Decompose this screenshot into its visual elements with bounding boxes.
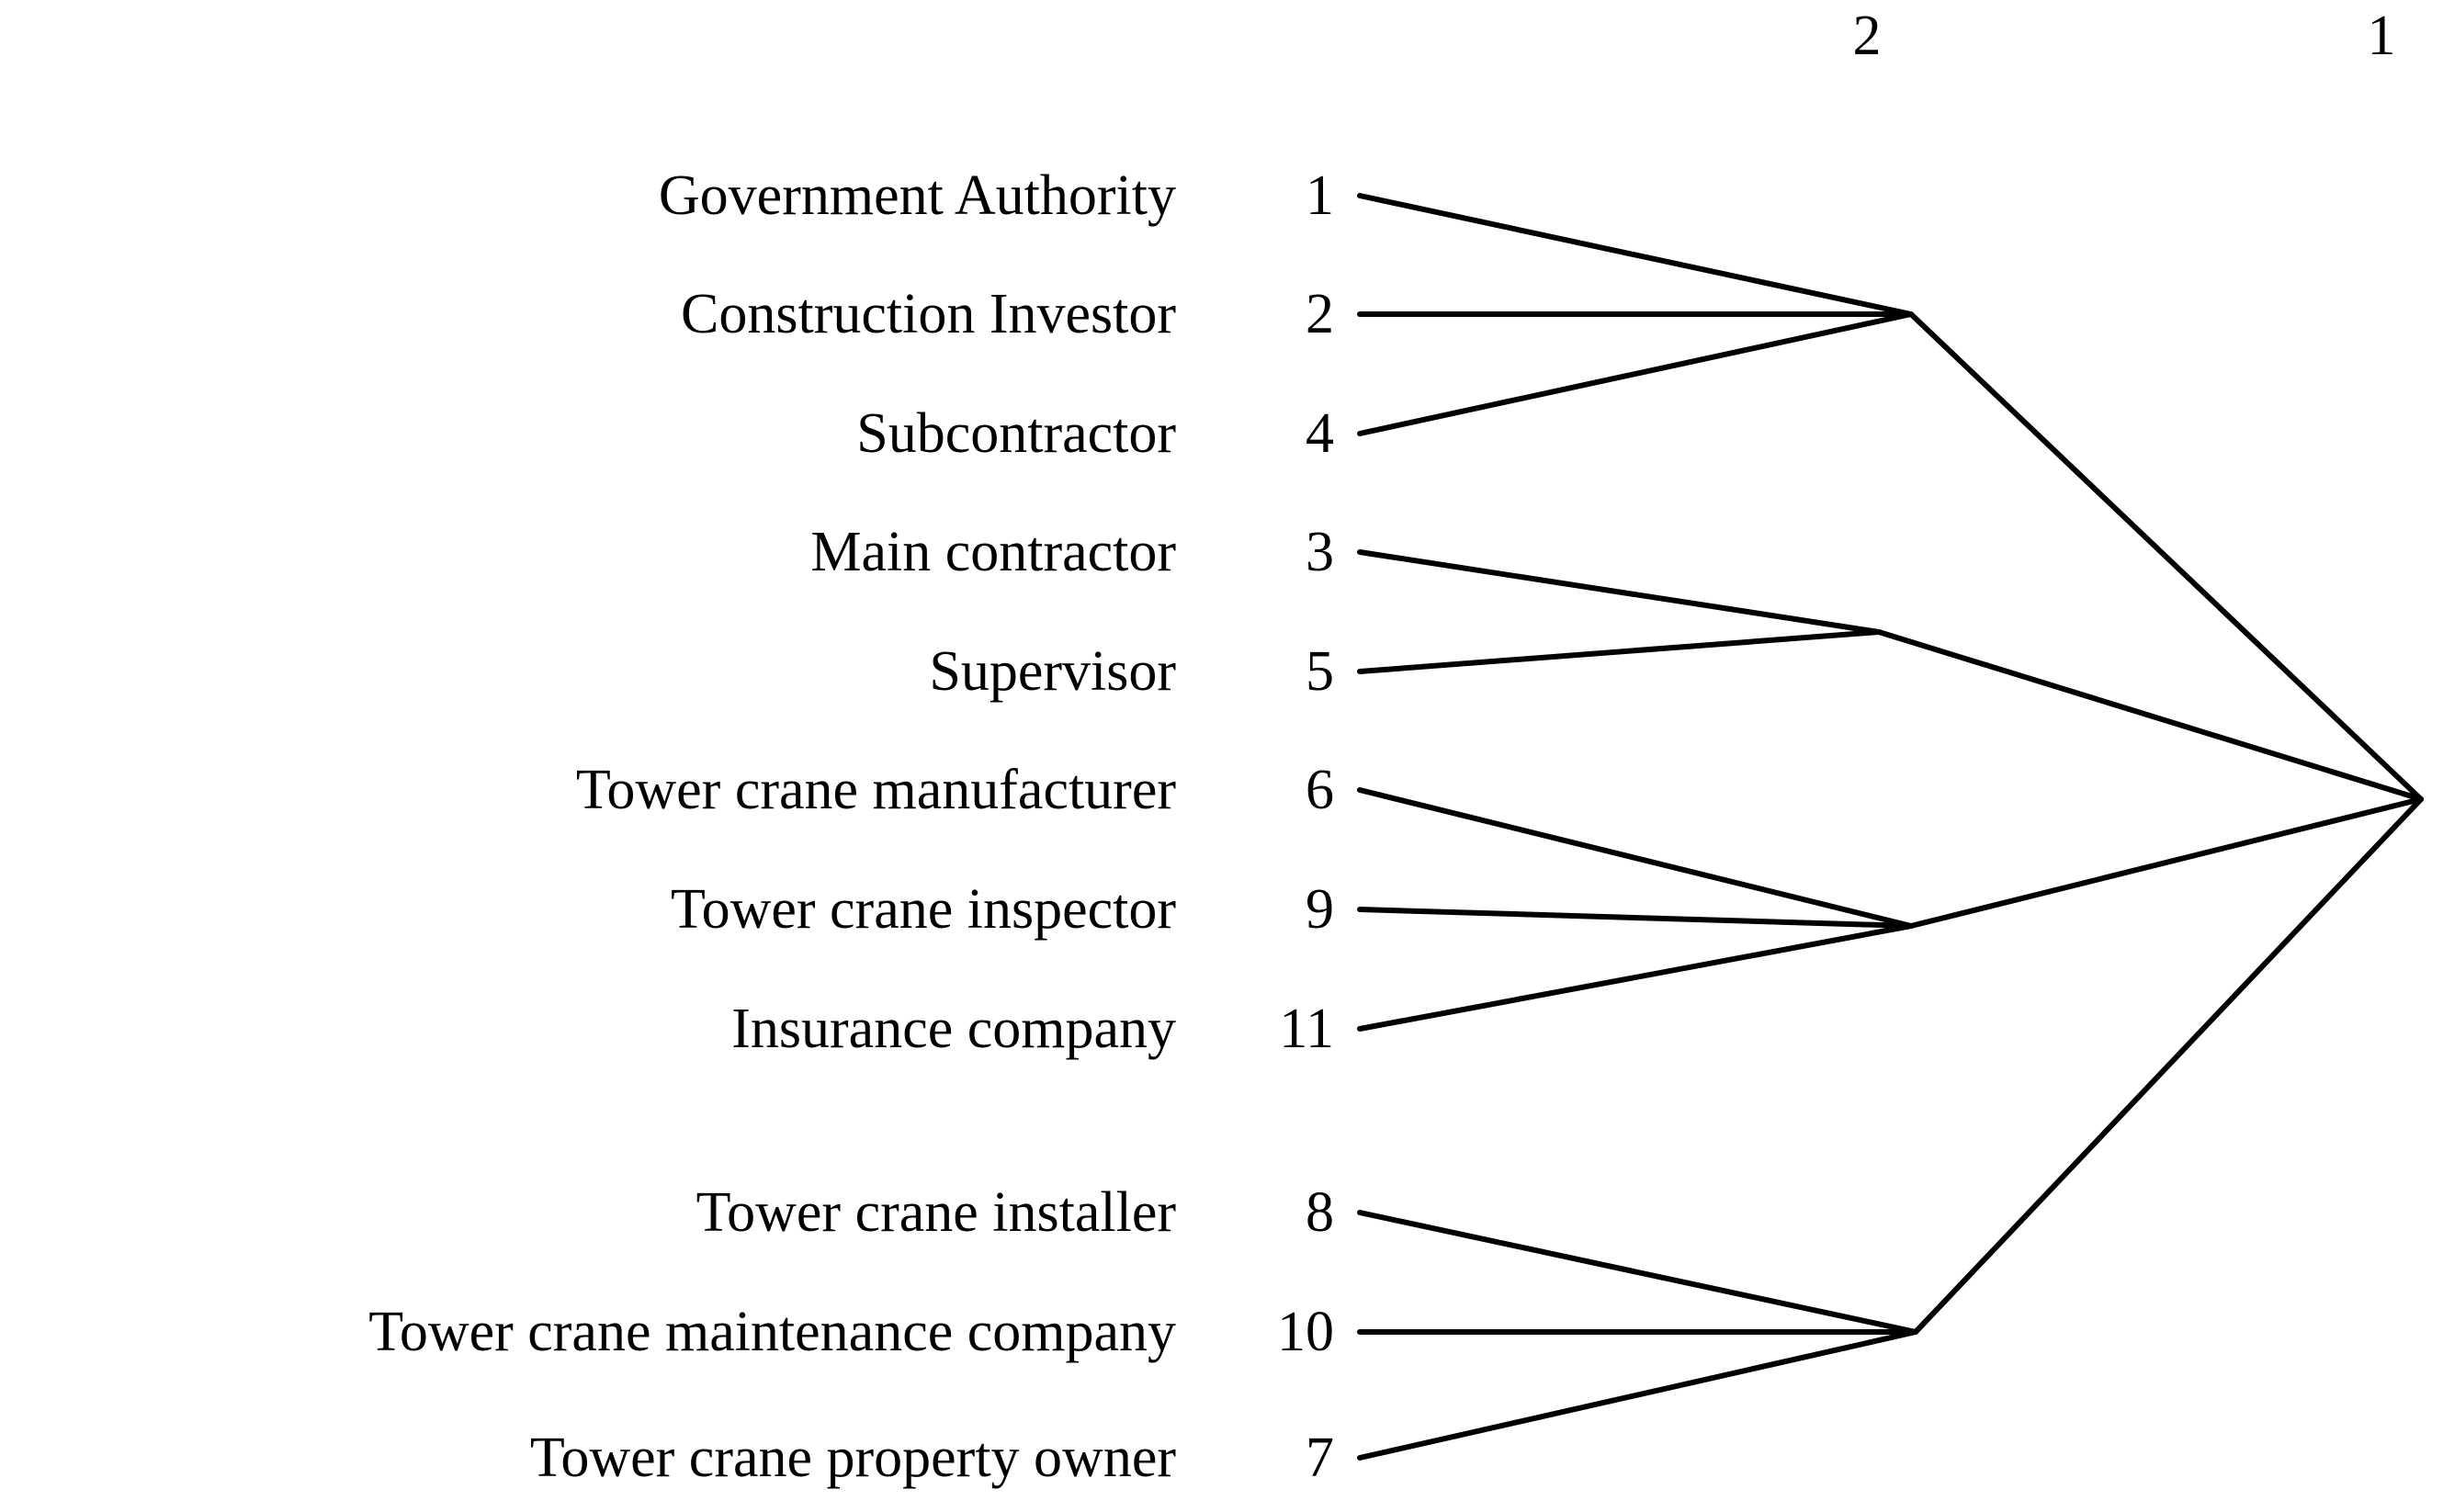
leaf-label: Tower crane inspector (671, 878, 1176, 941)
leaf-index: 2 (1306, 283, 1334, 345)
leaf-index: 11 (1279, 998, 1334, 1060)
leaf-link-1 (1357, 193, 1914, 317)
root-link-cluster-a (1908, 311, 2424, 802)
leaf-link-11 (1357, 923, 1914, 1032)
leaf-label: Construction Investor (681, 283, 1176, 345)
leaf-index: 7 (1306, 1427, 1334, 1489)
leaf-link-6 (1357, 787, 1914, 929)
leaf-label: Tower crane installer (696, 1181, 1176, 1244)
root-link-cluster-c (1908, 796, 2424, 929)
leaf-label: Tower crane maintenance company (368, 1301, 1176, 1363)
root-link-cluster-b (1876, 629, 2424, 802)
leaf-link-7 (1357, 1329, 1918, 1461)
scale-level-label-1: 1 (2367, 5, 2396, 67)
link-group (1357, 193, 2424, 1461)
leaf-link-4 (1357, 311, 1914, 436)
leaf-label: Main contractor (810, 521, 1176, 583)
leaf-link-5 (1357, 629, 1882, 674)
leaf-label: Insurance company (731, 998, 1176, 1060)
leaf-index: 9 (1306, 878, 1334, 941)
leaf-label: Tower crane manufacturer (575, 759, 1176, 821)
leaf-label: Government Authority (658, 164, 1176, 227)
leaf-index: 6 (1306, 759, 1334, 821)
leaf-index: 3 (1306, 521, 1334, 583)
leaf-index: 5 (1306, 640, 1334, 703)
scale-level-label-2: 2 (1852, 5, 1882, 67)
root-link-cluster-d (1913, 796, 2424, 1335)
leaf-index: 1 (1306, 164, 1334, 227)
leaf-label: Subcontractor (856, 402, 1176, 465)
leaf-link-9 (1357, 907, 1914, 929)
leaf-index: 4 (1306, 402, 1334, 465)
leaf-index: 8 (1306, 1181, 1334, 1244)
leaf-label: Supervisor (929, 640, 1176, 703)
leaf-link-8 (1357, 1210, 1918, 1335)
leaf-link-3 (1357, 549, 1882, 635)
leaf-index: 10 (1277, 1301, 1334, 1363)
leaf-label: Tower crane property owner (529, 1427, 1176, 1489)
